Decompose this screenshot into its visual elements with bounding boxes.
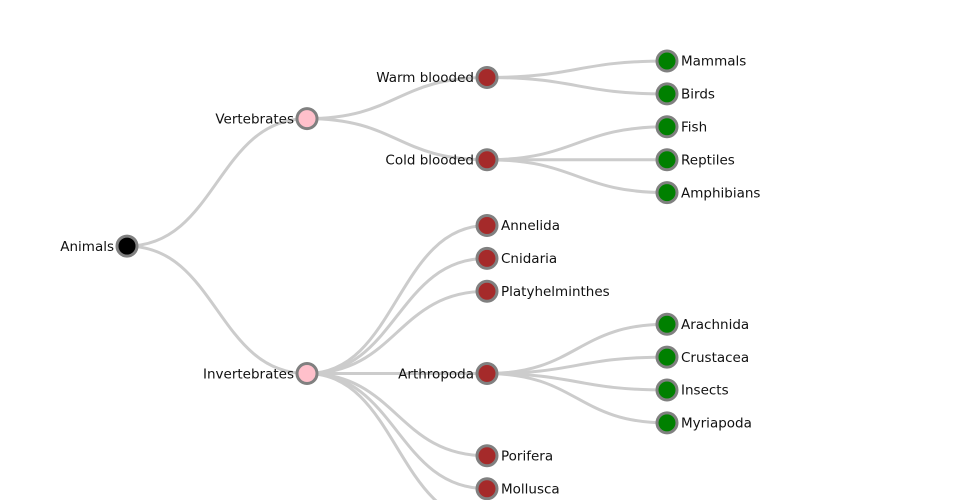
tree-node[interactable]: Porifera	[475, 444, 553, 468]
tree-node[interactable]: Cold blooded	[385, 148, 499, 172]
tree-links	[126, 59, 668, 500]
node-circle[interactable]	[475, 148, 499, 172]
tree-link	[486, 125, 668, 162]
node-circle[interactable]	[475, 279, 499, 303]
node-circle[interactable]	[475, 214, 499, 237]
node-circle[interactable]	[655, 312, 679, 336]
node-circle[interactable]	[655, 82, 679, 106]
tree-node[interactable]: Cnidaria	[475, 246, 557, 270]
tree-link	[306, 289, 488, 376]
node-circle[interactable]	[475, 65, 499, 89]
node-label: Annelida	[501, 218, 560, 234]
tree-link	[306, 372, 438, 500]
node-circle[interactable]	[655, 378, 679, 402]
tree-link	[126, 244, 308, 376]
node-label: Invertebrates	[203, 366, 294, 382]
tree-link	[486, 59, 668, 79]
tree-link	[486, 372, 668, 425]
tree-node[interactable]: Insects	[655, 378, 729, 402]
node-label: Birds	[681, 87, 715, 103]
tree-link	[126, 117, 308, 248]
node-label: Animals	[60, 239, 114, 255]
node-circle[interactable]	[655, 345, 679, 369]
tree-node[interactable]: Animals	[60, 234, 139, 258]
tree-node[interactable]: Annelida	[475, 214, 560, 237]
node-label: Crustacea	[681, 350, 749, 366]
node-label: Mammals	[681, 54, 746, 70]
tree-link	[306, 372, 488, 491]
tree-node[interactable]: Arthropoda	[398, 362, 499, 386]
tree-link	[306, 372, 488, 458]
node-label: Myriapoda	[681, 416, 752, 432]
tree-node[interactable]: Birds	[655, 82, 715, 106]
node-label: Amphibians	[681, 185, 760, 201]
node-circle[interactable]	[475, 477, 499, 500]
node-circle[interactable]	[295, 362, 319, 386]
node-label: Arthropoda	[398, 366, 474, 382]
node-label: Warm blooded	[376, 70, 474, 86]
node-circle[interactable]	[475, 362, 499, 386]
node-circle[interactable]	[115, 234, 139, 258]
tree-node[interactable]: Platyhelminthes	[475, 279, 610, 303]
tree-node[interactable]: Reptiles	[655, 148, 735, 172]
tree-node[interactable]: Crustacea	[655, 345, 749, 369]
node-label: Arachnida	[681, 317, 749, 333]
tree-link	[486, 158, 668, 195]
node-circle[interactable]	[655, 181, 679, 205]
tree-node[interactable]: Arachnida	[655, 312, 749, 336]
node-circle[interactable]	[475, 246, 499, 270]
node-circle[interactable]	[655, 115, 679, 139]
tree-link	[306, 256, 488, 376]
node-label: Mollusca	[501, 481, 560, 497]
tree-link	[306, 117, 488, 162]
node-label: Cnidaria	[501, 251, 557, 267]
tree-nodes: Animals Vertebrates Warm blooded MammalsBir…	[60, 49, 760, 500]
tree-link	[306, 75, 488, 121]
node-circle[interactable]	[655, 148, 679, 172]
tree-node[interactable]: Mollusca	[475, 477, 560, 500]
tree-node[interactable]: Mammals	[655, 49, 746, 73]
tree-node[interactable]: Fish	[655, 115, 707, 139]
node-circle[interactable]	[475, 444, 499, 468]
node-circle[interactable]	[655, 49, 679, 73]
node-label: Vertebrates	[215, 111, 294, 127]
node-label: Insects	[681, 383, 729, 399]
node-circle[interactable]	[295, 107, 319, 131]
node-circle[interactable]	[655, 411, 679, 435]
node-label: Porifera	[501, 449, 553, 465]
node-label: Reptiles	[681, 152, 735, 168]
tree-node[interactable]: Myriapoda	[655, 411, 752, 435]
tree-link	[486, 75, 668, 96]
node-label: Fish	[681, 120, 707, 136]
tree-node[interactable]: Vertebrates	[215, 107, 319, 131]
node-label: Platyhelminthes	[501, 284, 610, 300]
tree-link	[306, 224, 488, 376]
tree-node[interactable]: Warm blooded	[376, 65, 499, 89]
tree-node[interactable]: Invertebrates	[203, 362, 319, 386]
node-label: Cold blooded	[385, 152, 474, 168]
tree-node[interactable]: Amphibians	[655, 181, 760, 205]
